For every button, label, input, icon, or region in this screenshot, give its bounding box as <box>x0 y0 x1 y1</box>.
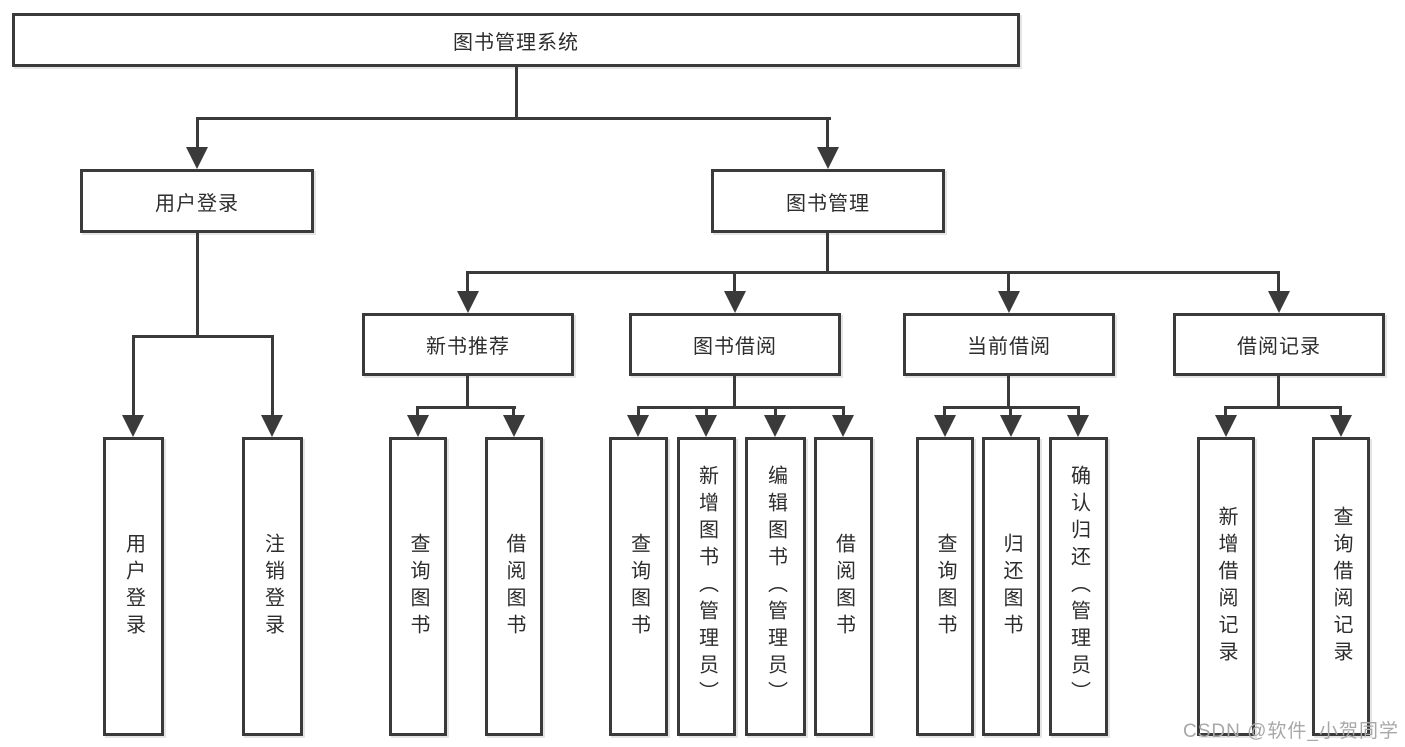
connector-groupD-hline <box>943 406 1080 409</box>
connector-leafD2-stem <box>1009 408 1012 417</box>
leaf-query-borrow-record-label: 查询借阅记录 <box>1330 505 1352 668</box>
arrow-down-icon <box>457 291 479 313</box>
connector-userlogin-stem <box>196 119 199 149</box>
arrow-down-icon <box>1000 415 1022 437</box>
leaf-add-borrow-record: 新增借阅记录 <box>1197 437 1255 736</box>
arrow-down-icon <box>627 415 649 437</box>
arrow-down-icon <box>122 415 144 437</box>
connector-level3-hline <box>466 271 1280 274</box>
node-new-book-recommend: 新书推荐 <box>362 313 574 376</box>
leaf-logout: 注销登录 <box>242 437 303 736</box>
arrow-down-icon <box>261 415 283 437</box>
arrow-down-icon <box>817 147 839 169</box>
csdn-watermark: CSDN @软件_小贺同学 <box>1183 721 1399 742</box>
arrow-down-icon <box>998 291 1020 313</box>
leaf-return-books-label: 归还图书 <box>1000 532 1022 641</box>
connector-borrowrecords-down <box>1277 376 1280 408</box>
connector-bookborrow-stem <box>733 273 736 293</box>
leaf-borrow-books: 借阅图书 <box>814 437 873 736</box>
node-book-borrow-label: 图书借阅 <box>693 336 777 358</box>
leaf-query-books-current: 查询图书 <box>916 437 974 736</box>
connector-borrowrecords-stem <box>1277 273 1280 293</box>
connector-leafD3-stem <box>1077 408 1080 417</box>
leaf-add-books-admin: 新增图书（管理员） <box>677 437 736 736</box>
arrow-down-icon <box>407 415 429 437</box>
leaf-add-books-admin-label: 新增图书（管理员） <box>695 465 718 708</box>
leaf-add-borrow-record-label: 新增借阅记录 <box>1215 505 1237 668</box>
arrow-down-icon <box>1215 415 1237 437</box>
connector-leafB2-stem <box>512 408 515 417</box>
node-root-label: 图书管理系统 <box>453 31 579 54</box>
connector-leafC4-stem <box>842 408 845 417</box>
leaf-borrow-books-recommend: 借阅图书 <box>485 437 543 736</box>
connector-userlogin-down <box>196 233 199 337</box>
node-root: 图书管理系统 <box>12 13 1020 67</box>
node-book-borrow: 图书借阅 <box>629 313 841 376</box>
connector-newbook-down <box>466 376 469 408</box>
arrow-down-icon <box>1268 291 1290 313</box>
connector-bookmgmt-down <box>826 233 829 273</box>
node-new-book-recommend-label: 新书推荐 <box>426 336 510 358</box>
connector-bookmgmt-stem <box>826 119 829 149</box>
leaf-query-books-borrow: 查询图书 <box>609 437 668 736</box>
leaf-edit-books-admin: 编辑图书（管理员） <box>745 437 806 736</box>
leaf-confirm-return-admin-label: 确认归还（管理员） <box>1067 465 1090 708</box>
connector-groupA-hline <box>132 335 274 338</box>
leaf-user-login-label: 用户登录 <box>122 532 145 641</box>
node-current-borrow: 当前借阅 <box>903 313 1115 376</box>
arrow-down-icon <box>724 291 746 313</box>
connector-leafA2-stem <box>271 337 274 417</box>
leaf-query-books-current-label: 查询图书 <box>934 532 956 641</box>
arrow-down-icon <box>186 147 208 169</box>
arrow-down-icon <box>1067 415 1089 437</box>
leaf-query-books-borrow-label: 查询图书 <box>627 532 650 641</box>
node-borrow-records: 借阅记录 <box>1173 313 1385 376</box>
connector-currentborrow-down <box>1007 376 1010 408</box>
connector-leafE2-stem <box>1339 408 1342 417</box>
arrow-down-icon <box>695 415 717 437</box>
connector-level2-hline <box>196 117 831 120</box>
connector-root-stem <box>515 67 518 119</box>
connector-newbook-stem <box>466 273 469 293</box>
connector-bookborrow-down <box>733 376 736 408</box>
node-current-borrow-label: 当前借阅 <box>967 336 1051 358</box>
node-user-login: 用户登录 <box>80 169 314 233</box>
arrow-down-icon <box>764 415 786 437</box>
connector-leafB1-stem <box>416 408 419 417</box>
connector-leafC1-stem <box>637 408 640 417</box>
node-book-management: 图书管理 <box>711 169 945 233</box>
leaf-return-books: 归还图书 <box>982 437 1040 736</box>
leaf-confirm-return-admin: 确认归还（管理员） <box>1049 437 1108 736</box>
leaf-borrow-books-recommend-label: 借阅图书 <box>503 532 525 641</box>
leaf-query-books-recommend: 查询图书 <box>389 437 447 736</box>
arrow-down-icon <box>832 415 854 437</box>
connector-leafD1-stem <box>943 408 946 417</box>
connector-groupE-hline <box>1224 406 1342 409</box>
arrow-down-icon <box>1330 415 1352 437</box>
connector-leafE1-stem <box>1224 408 1227 417</box>
node-user-login-label: 用户登录 <box>155 192 239 215</box>
connector-groupB-hline <box>416 406 516 409</box>
connector-leafC2-stem <box>705 408 708 417</box>
leaf-query-borrow-record: 查询借阅记录 <box>1312 437 1370 736</box>
connector-leafC3-stem <box>774 408 777 417</box>
node-borrow-records-label: 借阅记录 <box>1237 336 1321 358</box>
connector-groupC-hline <box>637 406 845 409</box>
leaf-query-books-recommend-label: 查询图书 <box>407 532 429 641</box>
leaf-user-login: 用户登录 <box>103 437 164 736</box>
leaf-edit-books-admin-label: 编辑图书（管理员） <box>764 465 787 708</box>
connector-leafA1-stem <box>132 337 135 417</box>
connector-currentborrow-stem <box>1007 273 1010 293</box>
leaf-logout-label: 注销登录 <box>261 532 284 641</box>
leaf-borrow-books-label: 借阅图书 <box>832 532 855 641</box>
arrow-down-icon <box>934 415 956 437</box>
arrow-down-icon <box>503 415 525 437</box>
node-book-management-label: 图书管理 <box>786 192 870 215</box>
